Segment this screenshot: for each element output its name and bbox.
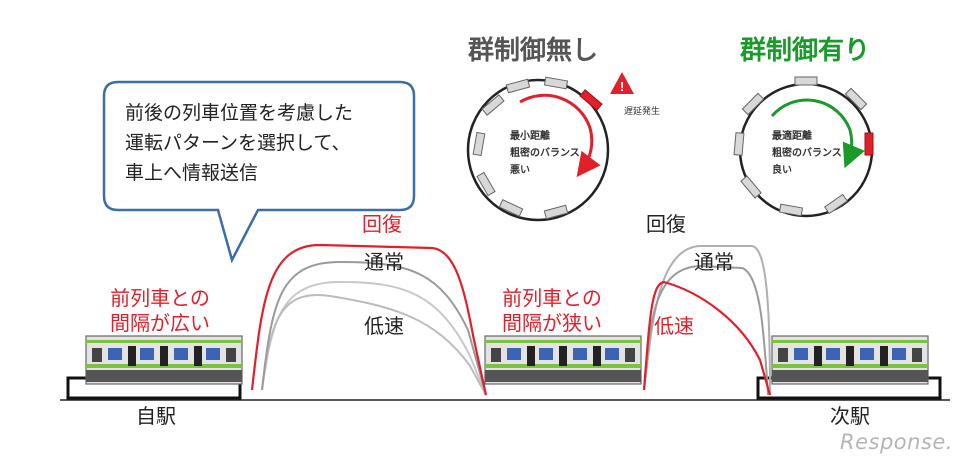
curve-recovery-2 — [643, 245, 771, 396]
right-panel-title: 群制御有り — [740, 36, 871, 66]
ring-uncontrolled: ! — [466, 72, 634, 222]
label-recovery-2: 回復 — [646, 212, 686, 236]
curve-recovery-1 — [250, 243, 488, 396]
label-slow-2: 低速 — [654, 314, 694, 338]
train-own-station — [85, 335, 243, 385]
label-slow-1: 低速 — [364, 314, 404, 338]
delay-label: 遅延発生 — [624, 107, 661, 117]
train-middle — [484, 335, 642, 385]
curve-slow-2 — [642, 280, 772, 396]
bubble-text: 前後の列車位置を考慮した 運転パターンを選択して、 車上へ情報送信 — [125, 102, 354, 184]
curve-slow-1 — [261, 293, 487, 396]
label-normal-2: 通常 — [694, 250, 734, 274]
train-next-station — [771, 335, 929, 385]
left-panel-title: 群制御無し — [468, 36, 599, 66]
svg-text:!: ! — [620, 79, 624, 94]
speech-bubble — [102, 80, 416, 264]
label-normal-1: 通常 — [364, 250, 404, 274]
curve-normal-2 — [643, 264, 769, 396]
ring-controlled-trains — [733, 76, 874, 217]
label-gap-narrow: 前列車との 間隔が狭い — [502, 286, 602, 335]
curve-normal-1b — [261, 260, 487, 396]
label-recovery-1: 回復 — [362, 212, 402, 236]
label-gap-wide: 前列車との 間隔が広い — [110, 286, 210, 335]
ring-uncontrolled-trains — [472, 76, 603, 220]
label-station-own: 自駅 — [136, 404, 176, 428]
ring-controlled — [733, 76, 874, 218]
warning-icon: ! — [610, 72, 634, 94]
right-panel-text: 最適距離 粗密のバランス 良い — [772, 131, 842, 176]
watermark: Response. — [840, 430, 953, 454]
label-station-next: 次駅 — [830, 404, 870, 428]
left-panel-text: 最小距離 粗密のバランス 悪い — [510, 131, 580, 176]
